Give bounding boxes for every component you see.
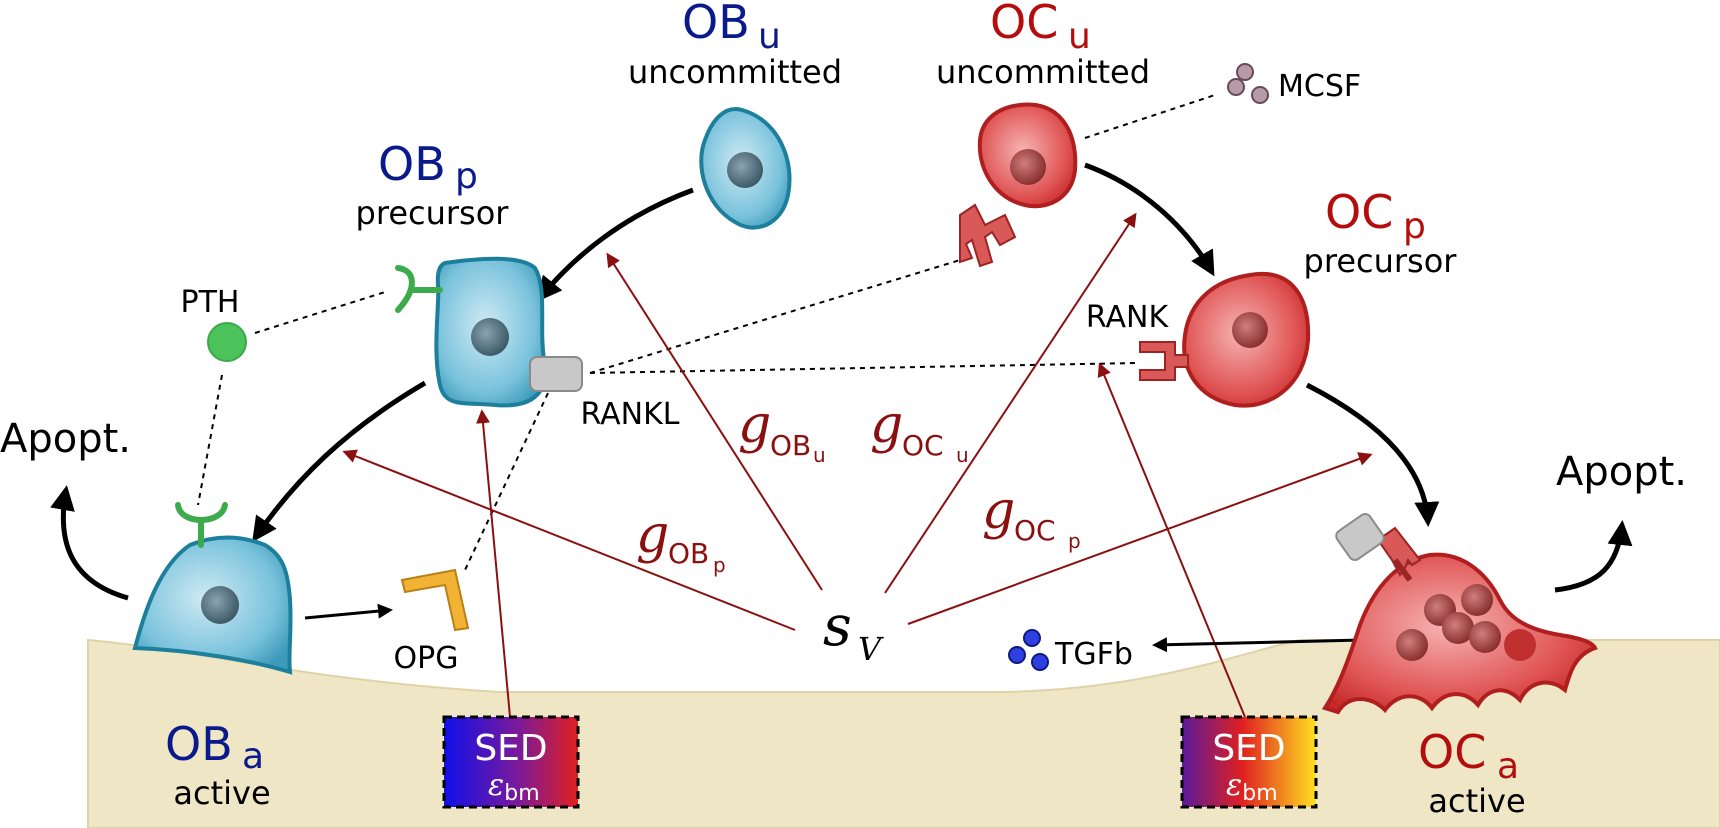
- oc-precursor-cell: [1182, 271, 1311, 408]
- sed-left-title: SED: [474, 728, 547, 769]
- pth-receptor-icon: [395, 265, 443, 313]
- oc-u-desc: uncommitted: [936, 53, 1150, 91]
- ob-active-receptor-icon: [175, 502, 228, 548]
- apoptosis-left-label: Apopt.: [0, 416, 131, 462]
- pth-label: PTH: [181, 285, 240, 320]
- ob-uncommitted-cell: [699, 107, 792, 230]
- ob-a-desc: active: [173, 774, 270, 812]
- gain-ob-u-label: g OB u: [738, 395, 826, 467]
- sed-left-sub: bm: [504, 781, 539, 806]
- oc-p-label: OC p: [1325, 185, 1426, 247]
- opg-label: OPG: [394, 641, 459, 676]
- ob-p-label: OB p: [378, 137, 478, 197]
- svg-text:OB: OB: [668, 537, 709, 570]
- svg-text:u: u: [956, 443, 969, 467]
- oc-a-label: OC a: [1418, 725, 1519, 787]
- svg-text:g: g: [636, 505, 669, 565]
- ob-active-cell: [132, 535, 293, 675]
- svg-text:p: p: [1068, 529, 1081, 553]
- sed-left-epsilon: ε: [488, 768, 504, 803]
- sed-right-title: SED: [1212, 728, 1285, 769]
- svg-text:a: a: [1497, 746, 1519, 787]
- svg-text:u: u: [1068, 16, 1091, 57]
- gain-oc-p-label: g OC p: [982, 481, 1081, 553]
- svg-text:OB: OB: [682, 0, 750, 49]
- oc-u-label: OC u: [990, 0, 1091, 57]
- oc-uncommitted-rank-receptor-icon: [959, 203, 1017, 268]
- sed-right-sub: bm: [1242, 781, 1277, 806]
- svg-text:u: u: [813, 443, 826, 467]
- rankl-ligand: [529, 356, 583, 392]
- svg-text:s: s: [823, 594, 852, 659]
- mcsf-icon: [1227, 63, 1269, 104]
- ob-u-desc: uncommitted: [628, 53, 842, 91]
- svg-text:p: p: [713, 553, 726, 577]
- svg-text:OC: OC: [1325, 185, 1393, 239]
- svg-text:g: g: [982, 481, 1015, 541]
- gain-arrows: [342, 212, 1373, 718]
- tgfb-label: TGFb: [1054, 637, 1133, 672]
- oc-p-desc: precursor: [1304, 242, 1458, 280]
- oc-uncommitted-cell: [977, 102, 1078, 209]
- gain-oc-u-label: g OC u: [870, 395, 969, 467]
- svg-text:OC: OC: [1014, 514, 1056, 547]
- svg-text:g: g: [738, 395, 771, 455]
- rank-receptor-icon: [1139, 341, 1189, 381]
- svg-text:OB: OB: [165, 717, 233, 771]
- svg-text:a: a: [242, 736, 264, 777]
- sv-label: s V: [823, 594, 884, 668]
- svg-text:V: V: [858, 630, 884, 668]
- oc-active-bound-receptor-icon: [1335, 512, 1422, 582]
- sed-box-right: SED ε bm: [1180, 715, 1318, 809]
- ob-p-desc: precursor: [356, 194, 510, 232]
- ob-u-label: OB u: [682, 0, 781, 57]
- svg-text:g: g: [870, 395, 903, 455]
- sed-right-epsilon: ε: [1226, 768, 1242, 803]
- gain-ob-p-label: g OB p: [636, 505, 726, 577]
- rank-label: RANK: [1086, 300, 1170, 335]
- svg-text:OC: OC: [902, 429, 944, 462]
- ob-precursor-cell: [434, 256, 583, 408]
- ob-a-label: OB a: [165, 717, 264, 777]
- rankl-label: RANKL: [581, 397, 680, 432]
- apoptosis-right-label: Apopt.: [1556, 449, 1687, 495]
- sed-box-left: SED ε bm: [442, 715, 580, 809]
- tgfb-icon: [1008, 629, 1049, 671]
- svg-text:p: p: [455, 156, 478, 197]
- mcsf-label: MCSF: [1278, 69, 1361, 104]
- svg-text:u: u: [758, 16, 781, 57]
- pth-ligand-icon: [207, 322, 247, 362]
- differentiation-arrows: [50, 162, 1633, 601]
- oc-a-desc: active: [1428, 782, 1525, 820]
- svg-text:p: p: [1403, 206, 1426, 247]
- svg-text:OB: OB: [770, 429, 811, 462]
- opg-icon: [400, 568, 470, 632]
- secretion-arrows: [304, 603, 1363, 653]
- svg-text:OC: OC: [990, 0, 1058, 49]
- svg-text:OC: OC: [1418, 725, 1486, 779]
- svg-text:OB: OB: [378, 137, 446, 191]
